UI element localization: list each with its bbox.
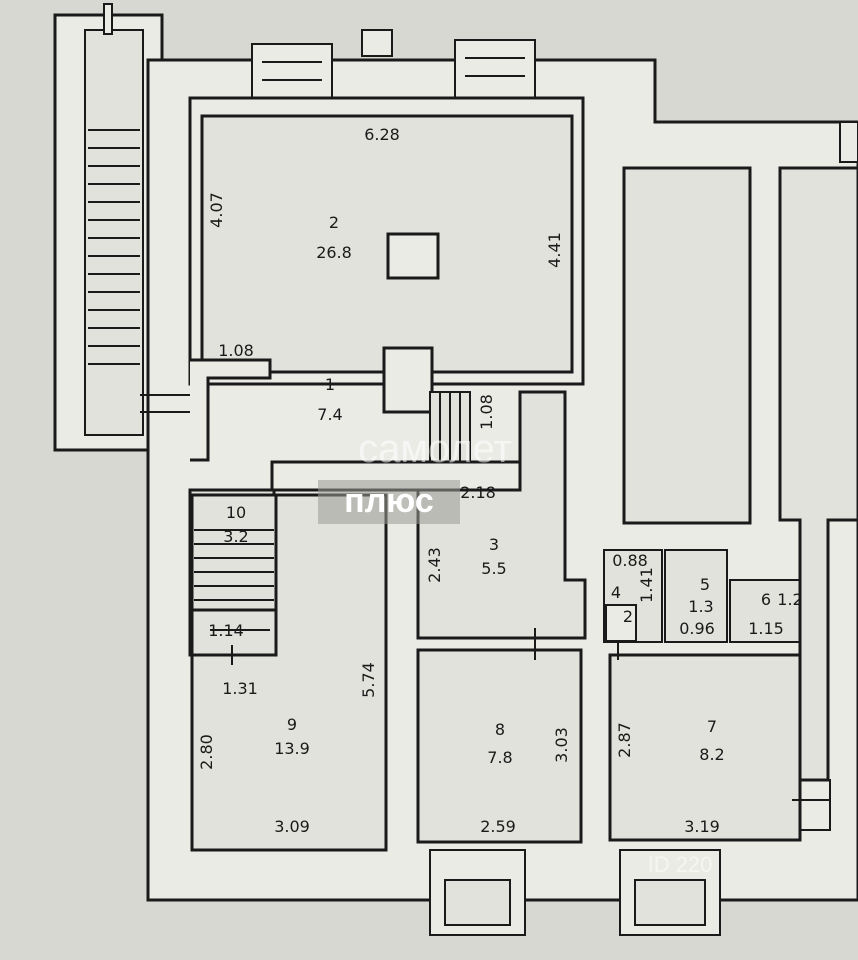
room-1-walls xyxy=(190,358,272,462)
room-8 xyxy=(416,648,583,844)
room-8-number: 8 xyxy=(495,720,505,739)
dim-2.59: 2.59 xyxy=(480,817,516,836)
door-ticks xyxy=(210,628,619,665)
dim-1.41: 1.41 xyxy=(637,567,656,603)
dim-2.18: 2.18 xyxy=(460,483,496,502)
room-6-number: 6 xyxy=(761,590,771,609)
watermark-subbrand: плюс xyxy=(344,482,434,520)
dim-3.19: 3.19 xyxy=(684,817,720,836)
watermark-badge xyxy=(318,480,460,524)
right-block-2 xyxy=(778,166,858,782)
room-7-number: 7 xyxy=(707,717,717,736)
room-3-area: 5.5 xyxy=(481,559,506,578)
room-3 xyxy=(416,390,587,640)
dim-1.14: 1.14 xyxy=(208,621,244,640)
dim-1.08-b: 1.08 xyxy=(477,394,496,430)
dim-3.09: 3.09 xyxy=(274,817,310,836)
room-4-number: 4 xyxy=(611,583,621,602)
dim-0.96: 0.96 xyxy=(679,619,715,638)
stair-annex xyxy=(53,3,164,452)
room-3-number: 3 xyxy=(489,535,499,554)
room-1-area: 7.4 xyxy=(317,405,342,424)
room-5-number: 5 xyxy=(700,575,710,594)
room-4-inner xyxy=(605,604,637,642)
room-9-area: 13.9 xyxy=(274,739,310,758)
room-7-area: 8.2 xyxy=(699,745,724,764)
room-8-area: 7.8 xyxy=(487,748,512,767)
right-block-1 xyxy=(622,166,752,525)
room-5-area: 1.3 xyxy=(688,597,713,616)
dim-3.03: 3.03 xyxy=(552,727,571,763)
room-10-number: 10 xyxy=(226,503,246,522)
door-left-room-1 xyxy=(140,394,190,413)
dim-2.87: 2.87 xyxy=(615,722,634,758)
watermark-brand: самолет xyxy=(358,427,512,471)
column xyxy=(386,232,440,280)
room-10-area: 3.2 xyxy=(223,527,248,546)
dim-1.15: 1.15 xyxy=(748,619,784,638)
room-10-treads xyxy=(194,529,274,601)
dim-4.41: 4.41 xyxy=(545,232,564,268)
window-bottom-2 xyxy=(619,849,721,936)
dim-0.88: 0.88 xyxy=(612,551,648,570)
room-4-area: 2 xyxy=(623,607,633,626)
dim-1.08-a: 1.08 xyxy=(218,341,254,360)
window-top-1 xyxy=(251,43,333,101)
dim-4.07: 4.07 xyxy=(207,192,226,228)
dim-1.31: 1.31 xyxy=(222,679,258,698)
right-top-notch xyxy=(839,121,858,163)
window-bottom-1 xyxy=(429,849,526,936)
room-5 xyxy=(664,549,728,643)
room-7 xyxy=(608,653,802,842)
window-top-2 xyxy=(454,39,536,99)
vent-top xyxy=(361,29,393,57)
room-2-number: 2 xyxy=(329,213,339,232)
dim-6.28: 6.28 xyxy=(364,125,400,144)
room-1-number: 1 xyxy=(325,375,335,394)
room-6-area: 1.2 xyxy=(777,590,802,609)
dim-5.74: 5.74 xyxy=(359,662,378,698)
annex-stair-treads xyxy=(88,129,140,365)
duct xyxy=(382,346,434,414)
room-6 xyxy=(729,579,803,643)
room-9-number: 9 xyxy=(287,715,297,734)
dim-2.80: 2.80 xyxy=(197,734,216,770)
room-10-box xyxy=(190,493,278,657)
watermark-id: ID 220 xyxy=(648,852,713,877)
room-2-area: 26.8 xyxy=(316,243,352,262)
dim-2.43: 2.43 xyxy=(425,547,444,583)
